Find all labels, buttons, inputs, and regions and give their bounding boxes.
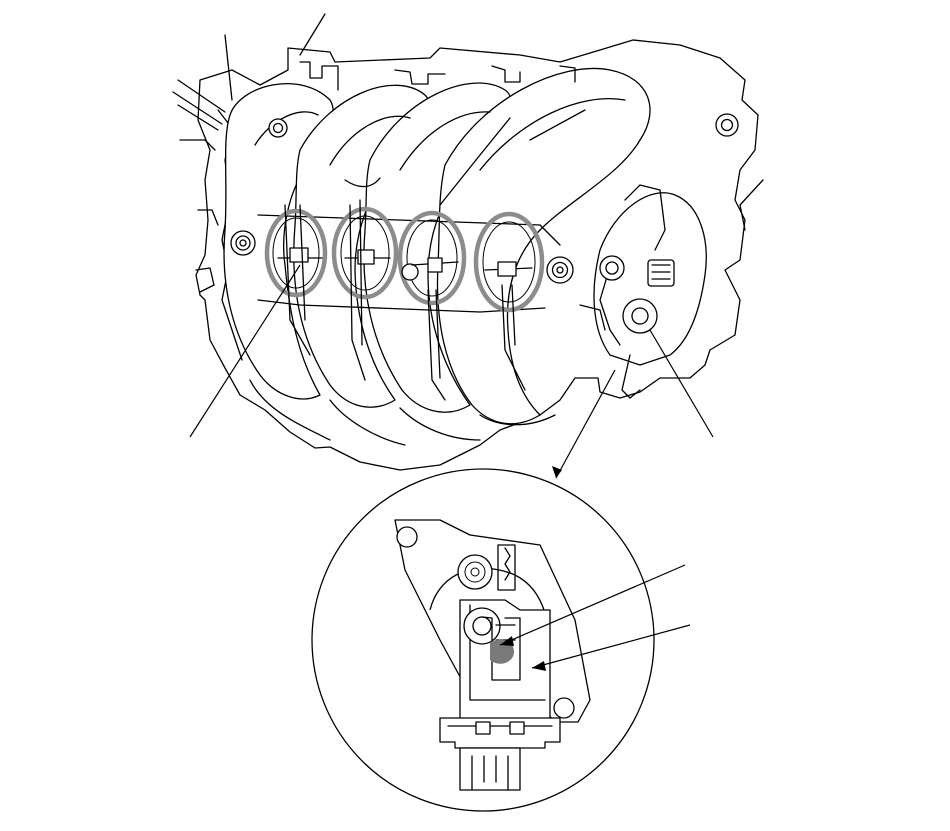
mounting-bolt-holes	[230, 113, 739, 284]
port-gasket-3	[397, 210, 467, 306]
detail-upper-callout	[499, 564, 686, 646]
variable-intake-actuator	[579, 184, 707, 399]
detail-view-callouts	[499, 564, 691, 671]
intake-runners	[223, 67, 651, 425]
port-gasket-4	[473, 211, 545, 313]
connector-plug	[459, 747, 521, 791]
port-valve-details	[277, 247, 533, 281]
main-view-callouts	[189, 264, 714, 479]
detail-view-arrow	[555, 369, 616, 479]
magnet-element	[490, 639, 514, 664]
detail-view	[311, 468, 655, 812]
intake-port-gasket-callout	[189, 264, 301, 438]
port-gasket-1	[264, 208, 328, 298]
port-gasket-2	[331, 206, 399, 300]
drive-gear	[457, 554, 493, 590]
actuator-callout	[649, 329, 714, 438]
detail-lower-callout	[531, 624, 691, 669]
cylinder-head-outline	[195, 39, 759, 471]
connector-base	[439, 717, 561, 749]
intake-port-gaskets	[264, 206, 545, 313]
intake-manifold-assembly	[172, 13, 764, 471]
